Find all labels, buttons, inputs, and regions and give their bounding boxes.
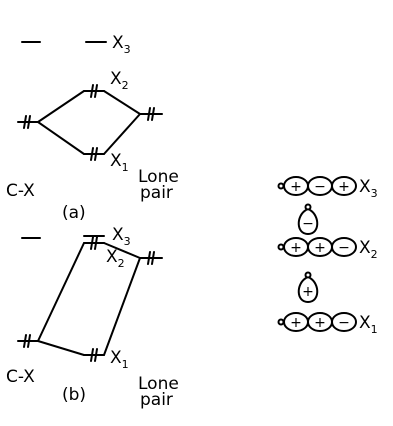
level-label-x2: X2: [106, 247, 125, 270]
orbital-x3: [277, 176, 357, 196]
electron-pair: [147, 251, 155, 265]
orbital-lobe: [331, 176, 357, 196]
correlation-line: [103, 257, 141, 356]
orbital-label-x3: X3: [359, 177, 378, 200]
orbital-sign: −: [314, 179, 326, 195]
orbital-sign: +: [290, 179, 302, 195]
lone-pair-label-line1: Lone: [138, 167, 179, 187]
lobe-tip: [304, 271, 312, 279]
electron-pair: [147, 107, 155, 121]
correlation-line: [37, 90, 85, 123]
cx-label: C-X: [6, 181, 35, 201]
correlation-line: [103, 90, 141, 115]
orbital-labels: + − + − + + − + + + −: [290, 179, 350, 331]
panel-label-a: (a): [62, 203, 86, 223]
p-lobe: [297, 277, 319, 304]
electron-pair: [23, 334, 31, 348]
diagram-b: [17, 235, 163, 362]
diagram-a: [17, 41, 163, 161]
panel-label-b: (b): [62, 385, 86, 405]
diagram-a-labels: X3 X2 X1 C-X (a) Lone pair: [6, 33, 179, 223]
orbital-label-x2: X2: [359, 238, 378, 261]
correlation-line: [37, 340, 85, 356]
correlation-line: [37, 121, 85, 155]
level-label-x2: X2: [110, 69, 129, 92]
terminal-dot: [277, 318, 285, 326]
lobe-sign: −: [302, 216, 314, 232]
orbital-x2: [277, 203, 357, 257]
orbital-x1: [277, 271, 357, 332]
orbital-label-x1: X1: [359, 313, 378, 336]
level-label-x1: X1: [110, 348, 129, 371]
orbital-sign: −: [338, 315, 350, 331]
electron-pair: [23, 115, 31, 129]
orbital-sign: +: [290, 240, 302, 256]
level-label-x1: X1: [110, 151, 129, 174]
lone-pair-label-line2: pair: [140, 390, 173, 410]
orbital-sign: −: [338, 240, 350, 256]
terminal-dot: [277, 182, 285, 190]
orbital-lobe: [331, 312, 357, 332]
level-label-x3: X3: [112, 225, 131, 248]
lobe-tip: [304, 203, 312, 211]
electron-pair: [90, 348, 98, 362]
cx-label: C-X: [6, 367, 35, 387]
lone-pair-label-line2: pair: [140, 183, 173, 203]
orbital-sign: +: [314, 240, 326, 256]
level-label-x3: X3: [112, 33, 131, 56]
orbital-sign: +: [290, 315, 302, 331]
p-lobe: [297, 209, 319, 236]
correlation-line: [103, 113, 141, 155]
electron-pair: [90, 147, 98, 161]
terminal-dot: [277, 243, 285, 251]
orbital-sign: +: [314, 315, 326, 331]
orbital-lobe: [331, 237, 357, 257]
correlation-line: [103, 242, 141, 259]
lobe-sign: +: [302, 284, 314, 300]
diagram-b-labels: X3 X2 X1 C-X (b) Lone pair: [6, 225, 179, 410]
correlation-line: [37, 242, 85, 342]
orbital-sign: +: [338, 179, 350, 195]
electron-pair: [90, 84, 98, 98]
lone-pair-label-line1: Lone: [138, 374, 179, 394]
electron-pair: [90, 236, 98, 250]
orbital-name-labels: X3 X2 X1: [359, 177, 378, 336]
